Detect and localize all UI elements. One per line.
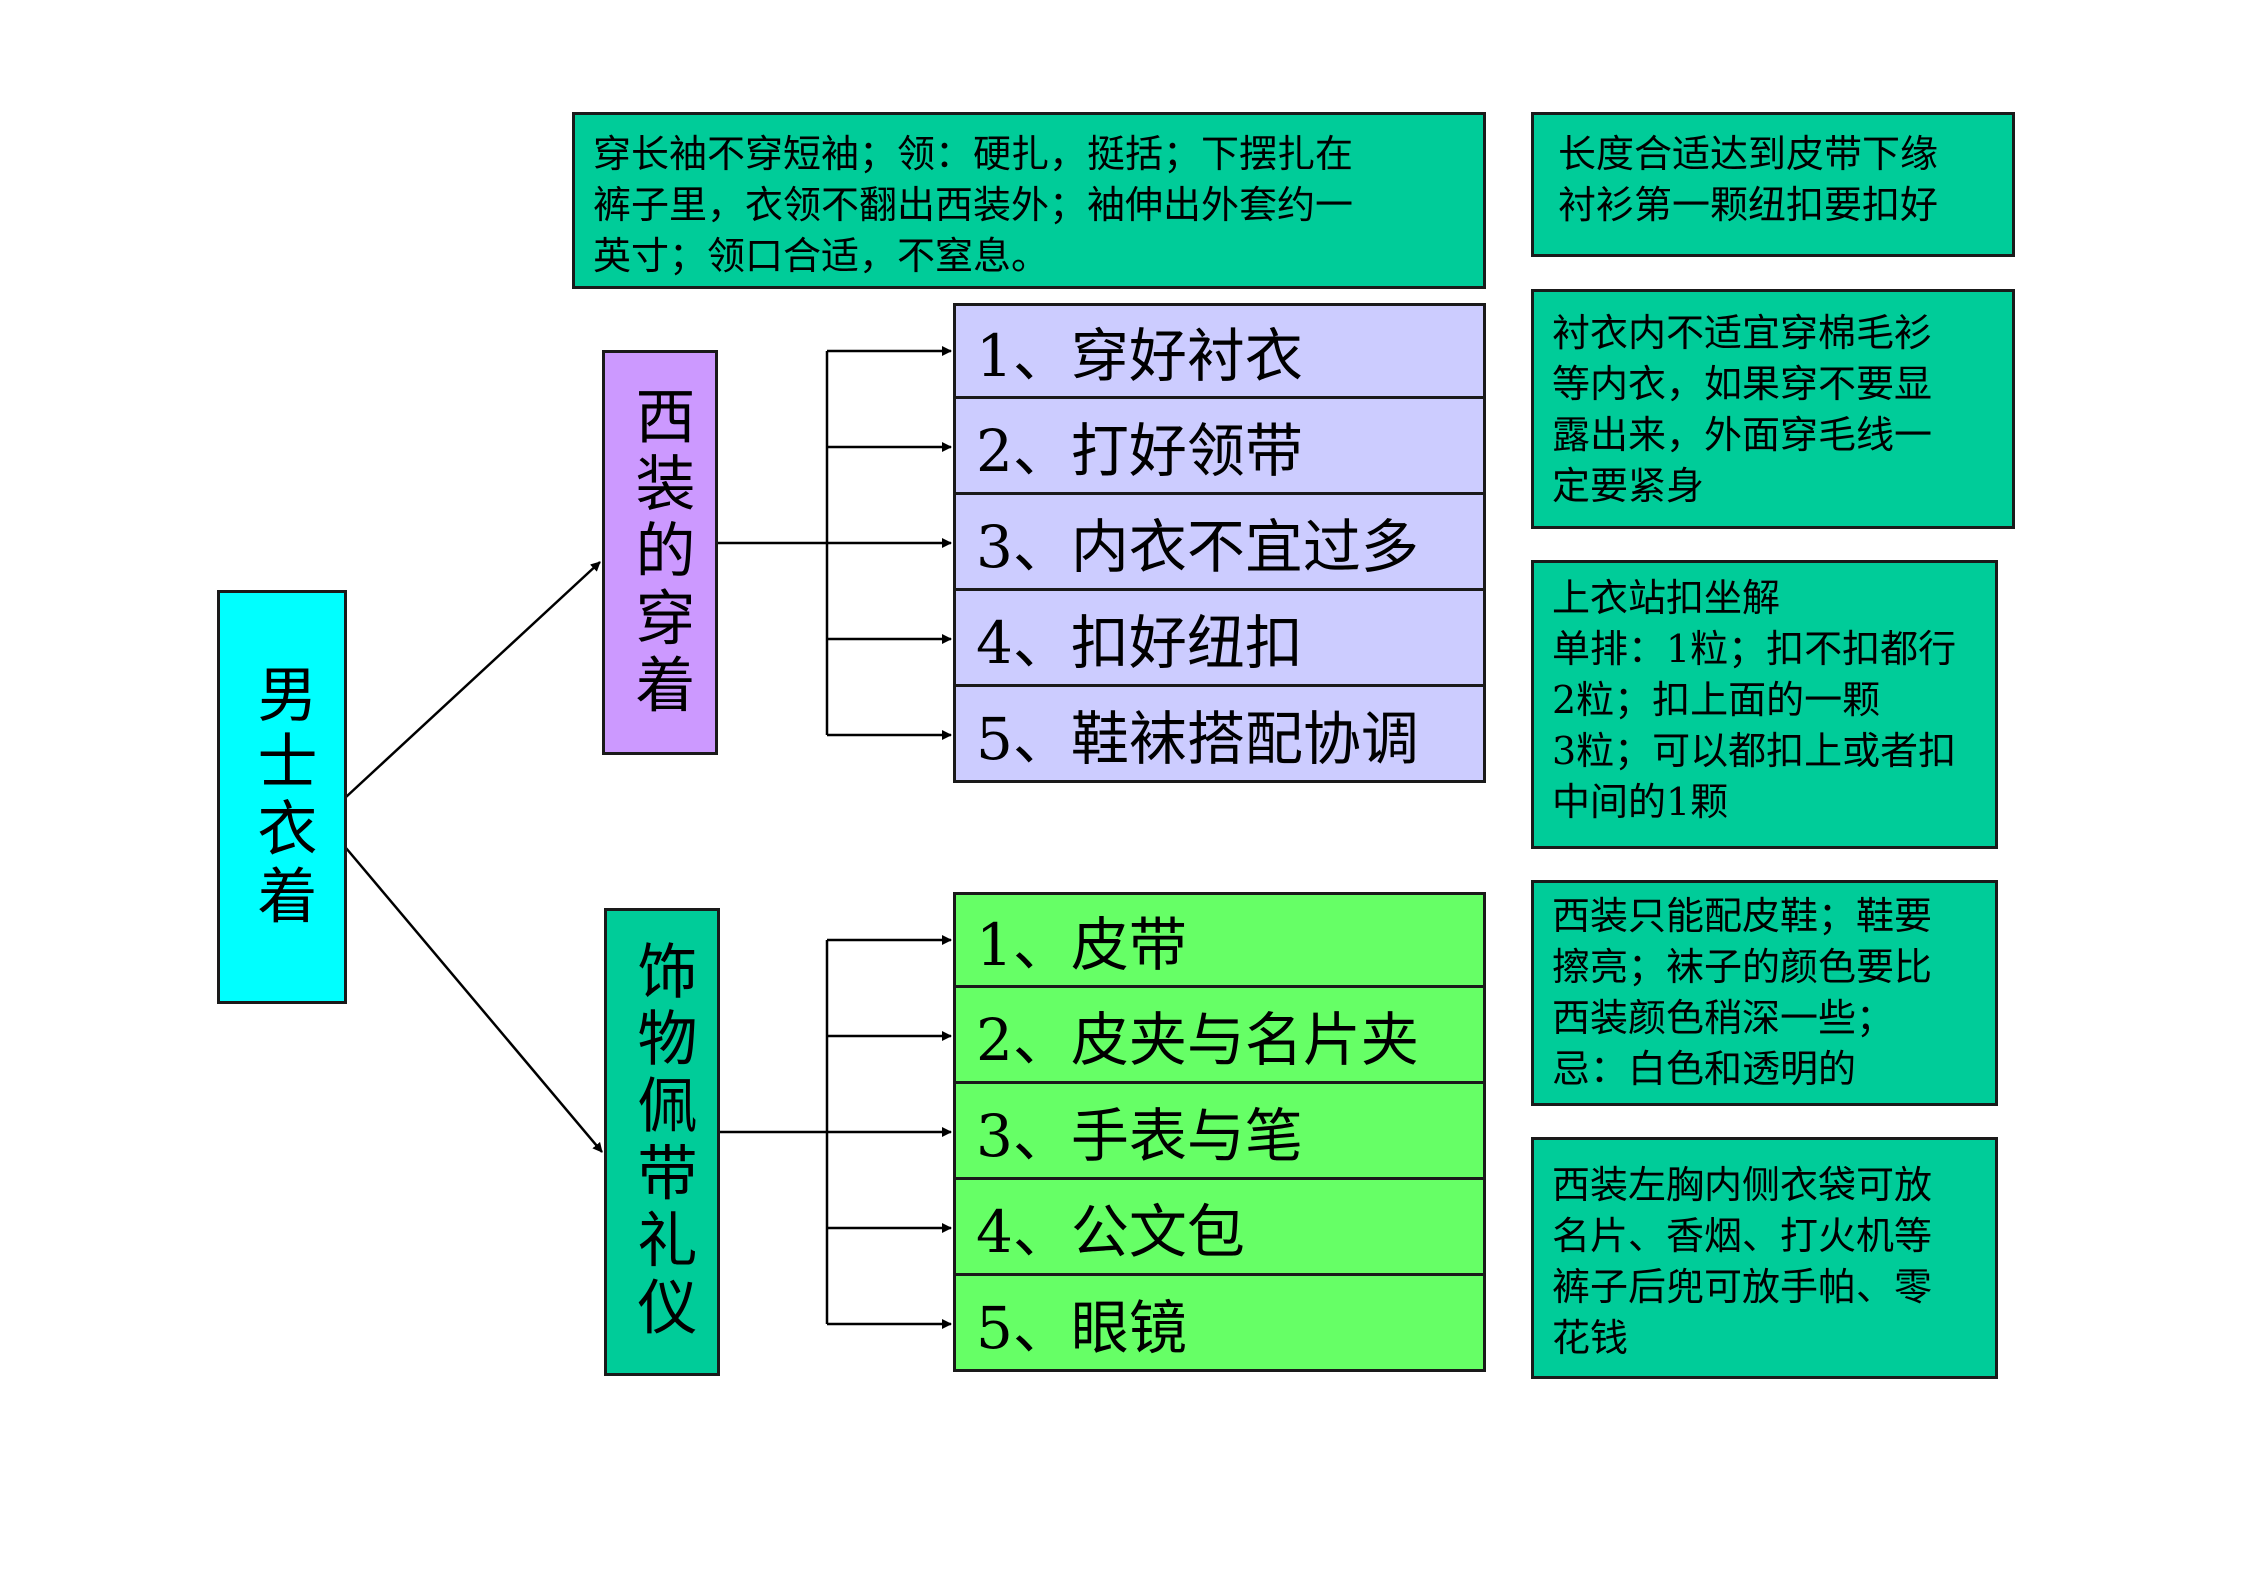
branch-label-accessories: 饰物佩带礼仪 [627,940,697,1344]
note-line: 裤子里，衣领不翻出西装外；袖伸出外套约一 [593,183,1354,227]
root-node: 男士衣着 [217,590,347,1004]
note-underwear: 衬衣内不适宜穿棉毛衫 等内衣，如果穿不要显 露出来，外面穿毛线一 定要紧身 [1531,289,2015,529]
note-line: 等内衣，如果穿不要显 [1552,362,1933,406]
list-item: 5、鞋袜搭配协调 [953,687,1486,783]
note-line: 忌：白色和透明的 [1552,1047,1857,1091]
branch-node-accessories: 饰物佩带礼仪 [604,908,720,1376]
root-label: 男士衣着 [247,662,317,932]
note-line: 西装左胸内侧衣袋可放 [1552,1163,1933,1207]
note-line: 擦亮；袜子的颜色要比 [1552,945,1933,989]
note-line: 上衣站扣坐解 [1552,576,1781,620]
note-line: 西装只能配皮鞋；鞋要 [1552,894,1933,938]
note-line: 长度合适达到皮带下缘 [1558,132,1939,176]
note-pockets: 西装左胸内侧衣袋可放 名片、香烟、打火机等 裤子后兜可放手帕、零 花钱 [1531,1137,1998,1379]
note-shirt-details: 穿长袖不穿短袖；领：硬扎，挺括；下摆扎在 裤子里，衣领不翻出西装外；袖伸出外套约… [572,112,1486,289]
list-item: 5、眼镜 [953,1276,1486,1372]
note-line: 3粒；可以都扣上或者扣 [1552,729,1957,773]
list-item: 1、穿好衬衣 [953,303,1486,399]
note-line: 中间的1颗 [1552,780,1729,824]
note-line: 裤子后兜可放手帕、零 [1552,1265,1933,1309]
list-item: 3、内衣不宜过多 [953,495,1486,591]
note-line: 单排：1粒；扣不扣都行 [1552,627,1957,671]
suit-items-list: 1、穿好衬衣 2、打好领带 3、内衣不宜过多 4、扣好纽扣 5、鞋袜搭配协调 [953,303,1486,783]
note-line: 2粒；扣上面的一颗 [1552,678,1881,722]
list-item: 2、皮夹与名片夹 [953,988,1486,1084]
list-item: 2、打好领带 [953,399,1486,495]
note-line: 名片、香烟、打火机等 [1552,1214,1933,1258]
note-line: 英寸；领口合适，不窒息。 [593,234,1050,278]
bracket-branch2 [720,935,952,1329]
note-line: 露出来，外面穿毛线一 [1552,413,1933,457]
note-line: 定要紧身 [1552,464,1705,508]
note-line: 衬衫第一颗纽扣要扣好 [1558,183,1939,227]
note-buttons: 上衣站扣坐解 单排：1粒；扣不扣都行 2粒；扣上面的一颗 3粒；可以都扣上或者扣… [1531,560,1998,849]
arrow-root-to-branch2 [345,847,603,1153]
bracket-branch1 [718,346,952,740]
list-item: 3、手表与笔 [953,1084,1486,1180]
note-line: 穿长袖不穿短袖；领：硬扎，挺括；下摆扎在 [593,132,1354,176]
arrow-root-to-branch1 [345,561,601,798]
branch-label-suit: 西装的穿着 [625,384,695,721]
note-line: 西装颜色稍深一些； [1552,996,1895,1040]
note-shirt-length: 长度合适达到皮带下缘 衬衫第一颗纽扣要扣好 [1531,112,2015,257]
list-item: 4、扣好纽扣 [953,591,1486,687]
list-item: 4、公文包 [953,1180,1486,1276]
note-line: 衬衣内不适宜穿棉毛衫 [1552,311,1933,355]
accessory-items-list: 1、皮带 2、皮夹与名片夹 3、手表与笔 4、公文包 5、眼镜 [953,892,1486,1372]
list-item: 1、皮带 [953,892,1486,988]
note-line: 花钱 [1552,1316,1629,1360]
note-shoes-socks: 西装只能配皮鞋；鞋要 擦亮；袜子的颜色要比 西装颜色稍深一些； 忌：白色和透明的 [1531,880,1998,1106]
branch-node-suit: 西装的穿着 [602,350,718,755]
